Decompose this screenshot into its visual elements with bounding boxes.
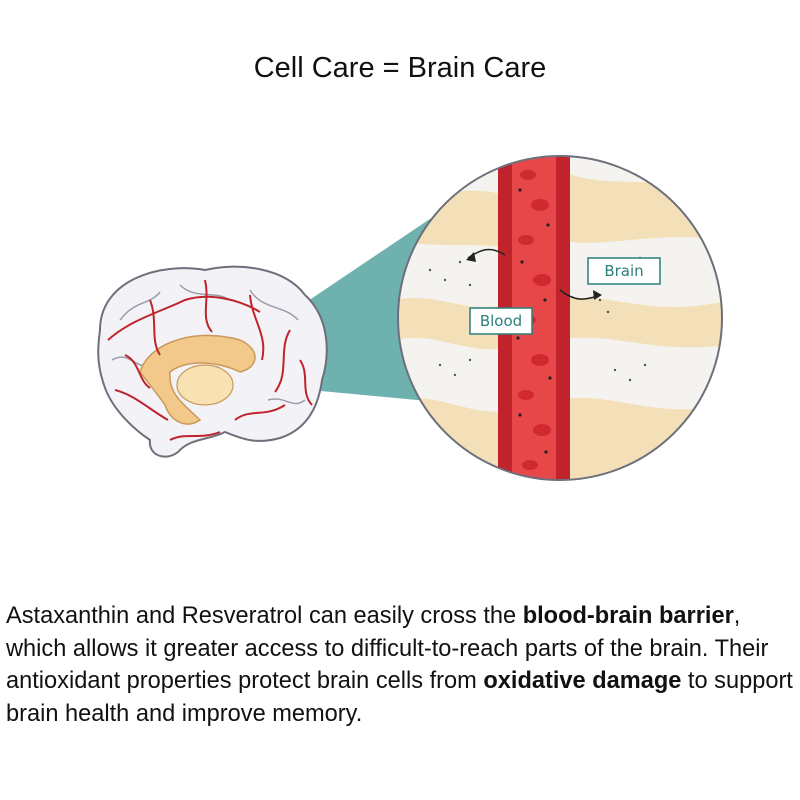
magnified-view	[390, 150, 730, 490]
brain-label-box: Brain	[588, 258, 660, 284]
brain-label: Brain	[604, 262, 643, 280]
brain-icon	[98, 267, 327, 457]
description-bold-2: oxidative damage	[483, 668, 681, 694]
blood-label-box: Blood	[470, 308, 532, 334]
description: Astaxanthin and Resveratrol can easily c…	[6, 600, 796, 730]
description-bold-1: blood-brain barrier	[523, 603, 734, 629]
blood-label: Blood	[480, 312, 522, 330]
description-part-1: Astaxanthin and Resveratrol can easily c…	[6, 603, 523, 629]
